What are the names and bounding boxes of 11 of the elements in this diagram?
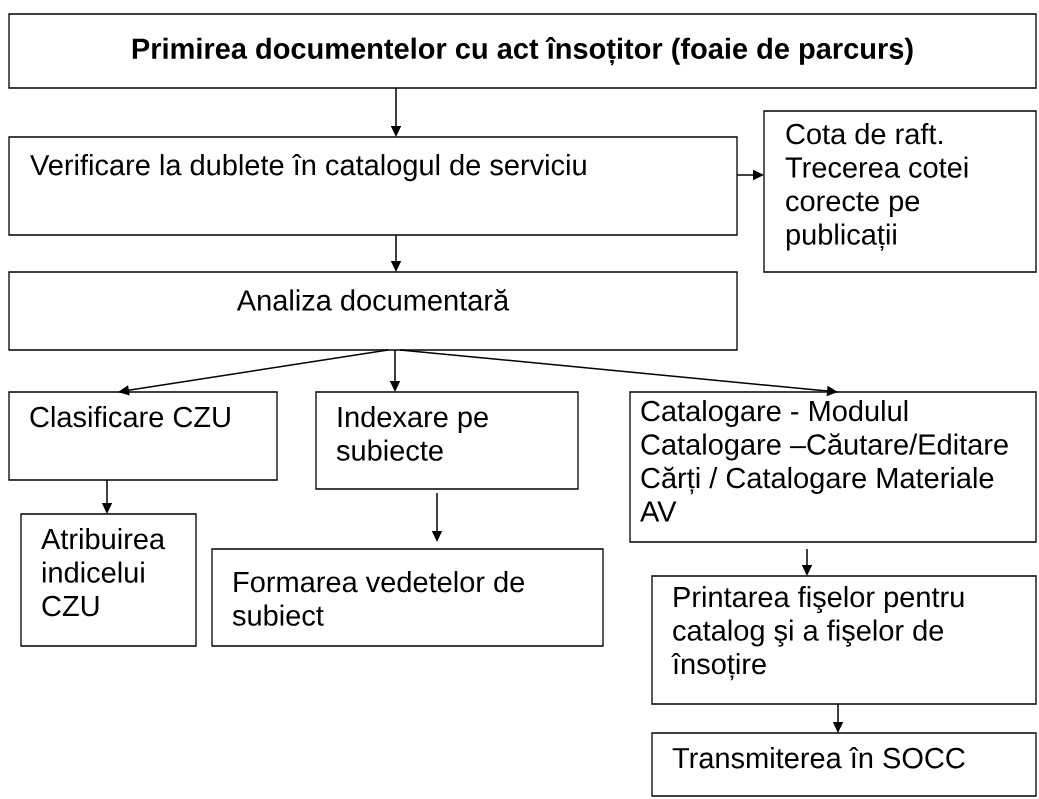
process-box: Formarea vedetelor de subiect: [211, 548, 604, 647]
process-box: Verificare la dublete în catalogul de serviciu: [8, 136, 738, 236]
process-box: Primirea documentelor cu act însoțitor (foaie de parcurs): [8, 13, 1037, 89]
process-box: Indexare pe subiecte: [315, 391, 579, 490]
process-box: Transmiterea în SOCC: [651, 732, 1037, 797]
process-box: Atribuirea indicelui CZU: [20, 513, 197, 647]
process-box: Cota de raft. Trecerea cotei corecte pe publicații: [763, 110, 1037, 273]
process-box: Catalogare - Modulul Catalogare –Căutare/Editare Cărți / Catalogare Materiale AV: [629, 391, 1037, 543]
process-box: Clasificare CZU: [8, 391, 278, 481]
process-box: Printarea fişelor pentru catalog şi a fişelor de însoțire: [651, 575, 1037, 705]
process-box: Analiza documentară: [8, 271, 738, 351]
